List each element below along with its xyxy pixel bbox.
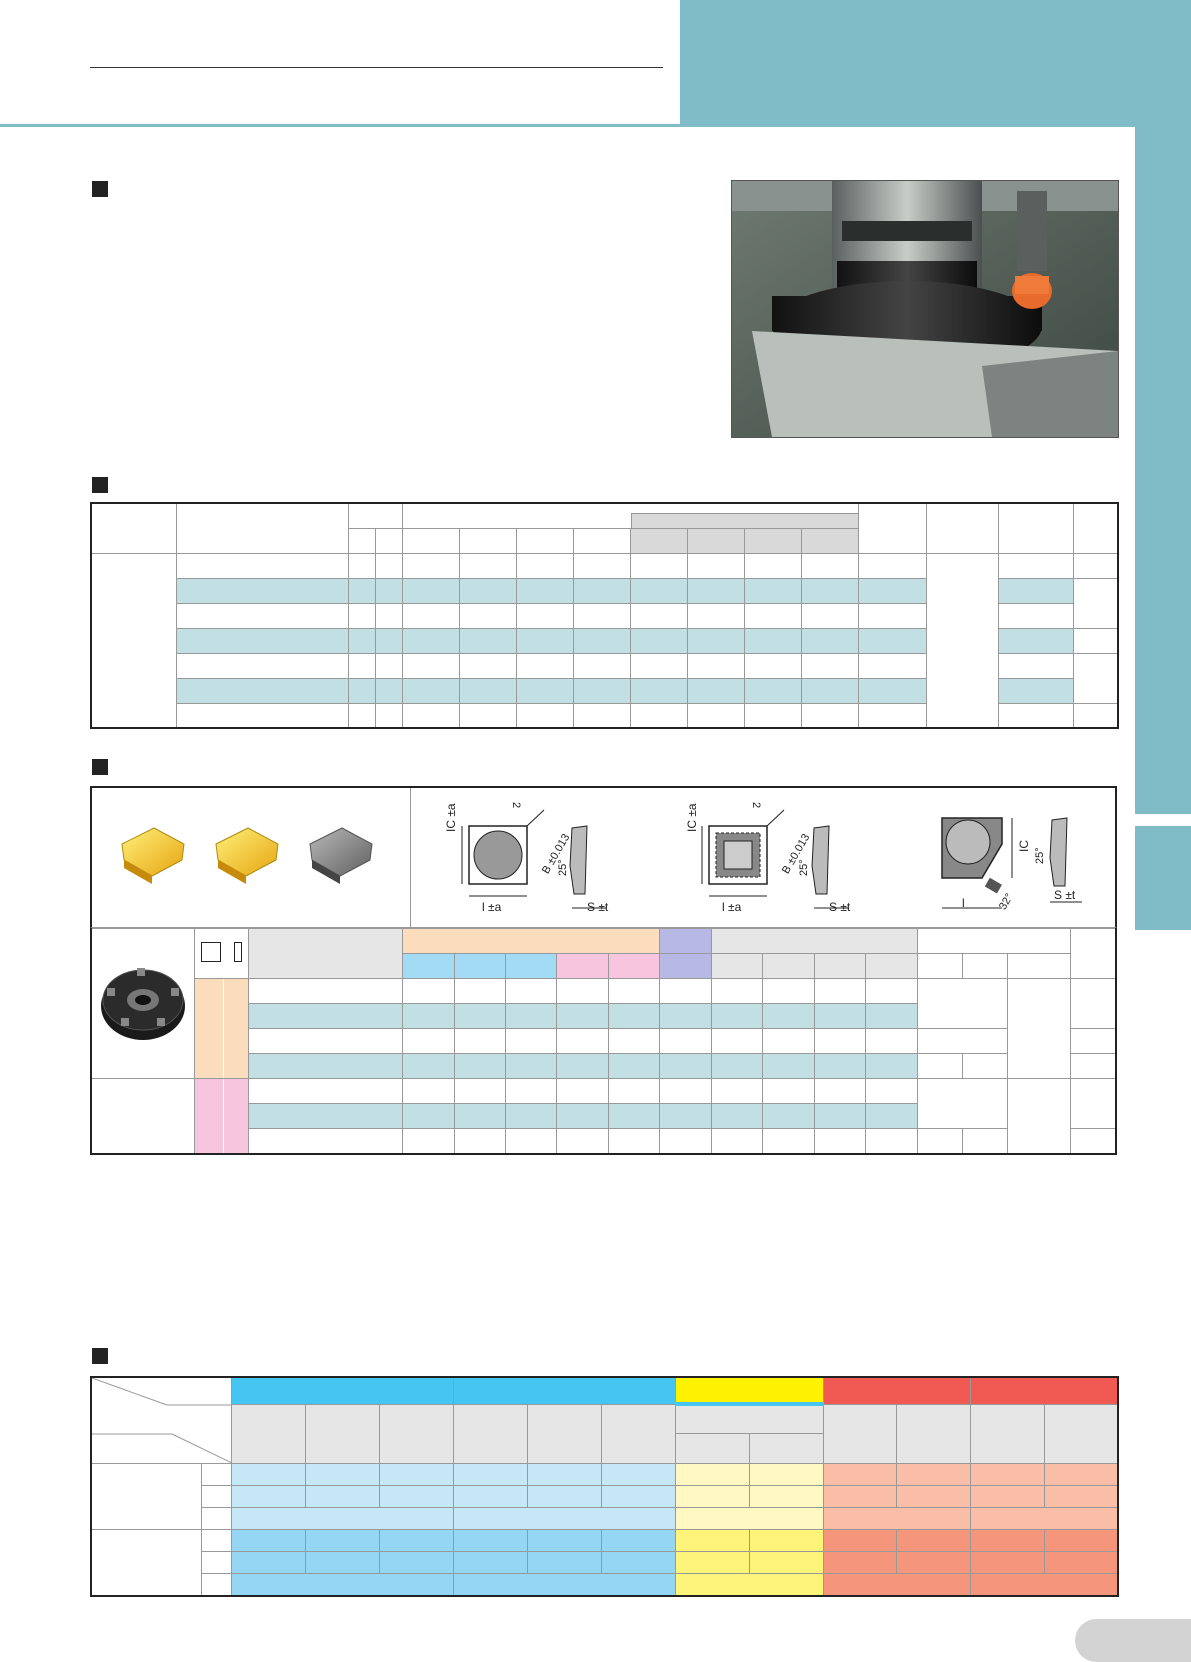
table-header-row — [91, 1433, 1118, 1464]
header-cell — [90, 502, 177, 554]
chamfer-label: 2 — [750, 802, 762, 809]
table-header-row — [90, 928, 1117, 1079]
header-cell — [230, 1376, 454, 1405]
cutter-image-cell — [90, 928, 196, 1079]
table-row — [91, 1053, 1117, 1079]
chamfer-label: 2 — [510, 802, 522, 809]
table-header-row — [90, 1376, 1119, 1464]
insert-photos — [121, 827, 373, 884]
header-cell — [800, 527, 859, 554]
face-mill-image — [101, 968, 186, 1040]
header-cell — [374, 527, 403, 554]
header-cell — [452, 1376, 676, 1405]
header-cell — [629, 527, 688, 554]
insert-diagram-1 — [461, 809, 607, 909]
table-row — [91, 702, 1119, 729]
table-row — [91, 1551, 1119, 1574]
table-header-row — [90, 502, 1119, 554]
header-cell — [515, 527, 574, 554]
milling-cutter-photo — [731, 180, 1119, 438]
header-cell — [997, 502, 1074, 554]
header-cell — [402, 928, 661, 954]
header-cell — [822, 1376, 971, 1405]
header-cell — [347, 502, 403, 529]
table-row — [91, 1028, 1117, 1054]
header-cell — [1069, 928, 1117, 979]
page-number-tab — [1075, 1619, 1191, 1662]
header-cell — [659, 928, 712, 954]
header-cell — [686, 527, 745, 554]
header-cell — [572, 527, 631, 554]
ic-dim-label: IC ±a — [444, 803, 458, 832]
cell — [90, 1529, 202, 1596]
angle-label: 25° — [1034, 847, 1046, 864]
header-cell — [710, 928, 918, 954]
header-cell — [925, 502, 999, 554]
table-row — [91, 1485, 1119, 1508]
s-dim-label: S ±t — [587, 900, 609, 914]
ic-dim-label: IC ±a — [685, 803, 699, 832]
cell — [90, 1463, 202, 1530]
cutter-specification-table — [90, 502, 1119, 729]
shape-icon-cell — [194, 928, 249, 979]
section-marker — [92, 1348, 108, 1364]
header-cell — [347, 527, 376, 554]
table-row — [90, 1078, 1117, 1154]
table-row — [91, 978, 1117, 1079]
square-shape-icon — [201, 942, 222, 962]
header-rule — [0, 124, 1135, 127]
table-header-row — [91, 527, 1118, 554]
section-marker — [92, 477, 108, 493]
insert-diagram-2 — [701, 809, 849, 909]
cell — [90, 552, 177, 729]
table-row — [90, 1463, 1119, 1530]
angle-label: 25° — [557, 859, 569, 876]
header-cell — [674, 1376, 824, 1406]
header-cell — [916, 928, 1071, 954]
header-cell — [969, 1376, 1119, 1405]
header-cell — [743, 527, 802, 554]
header-cell — [857, 502, 927, 554]
header-color-band — [680, 0, 1191, 126]
insert-diagram-3 — [941, 817, 1082, 909]
header-cell — [1072, 502, 1119, 554]
table-row — [91, 1573, 1119, 1596]
table-row — [91, 1507, 1119, 1530]
thickness-icon — [234, 942, 243, 962]
insert-images-panel: IC ±a l ±a B ±0.013 S ±t 25° 2 IC ±a l ±… — [90, 786, 1117, 928]
ic-dim-label: IC — [1017, 840, 1031, 852]
header-cell — [458, 527, 517, 554]
insert-specification-table — [90, 928, 1117, 1155]
cell — [925, 552, 999, 729]
diagonal-lines — [92, 1378, 232, 1463]
header-cell — [175, 502, 349, 554]
l-dim-label: l — [962, 896, 965, 910]
header-cell — [401, 527, 460, 554]
s-dim-label: S ±t — [829, 900, 851, 914]
angle-label: 25° — [798, 859, 810, 876]
header-cell — [401, 502, 859, 529]
section-marker — [92, 181, 108, 197]
table-row — [90, 552, 1119, 729]
table-row — [90, 1529, 1119, 1596]
header-cell — [247, 928, 404, 979]
table-header-row — [91, 1403, 1119, 1464]
section-marker — [92, 759, 108, 775]
side-tab-marker — [1135, 826, 1191, 930]
header-title-underline — [90, 67, 663, 68]
l-dim-label: l ±a — [722, 900, 742, 914]
diagonal-header-cell — [90, 1376, 232, 1464]
table-row — [91, 1128, 1117, 1154]
l-dim-label: l ±a — [482, 900, 502, 914]
side-tab-bar — [1135, 124, 1191, 814]
cutting-conditions-table — [90, 1376, 1120, 1597]
s-dim-label: S ±t — [1054, 888, 1076, 902]
